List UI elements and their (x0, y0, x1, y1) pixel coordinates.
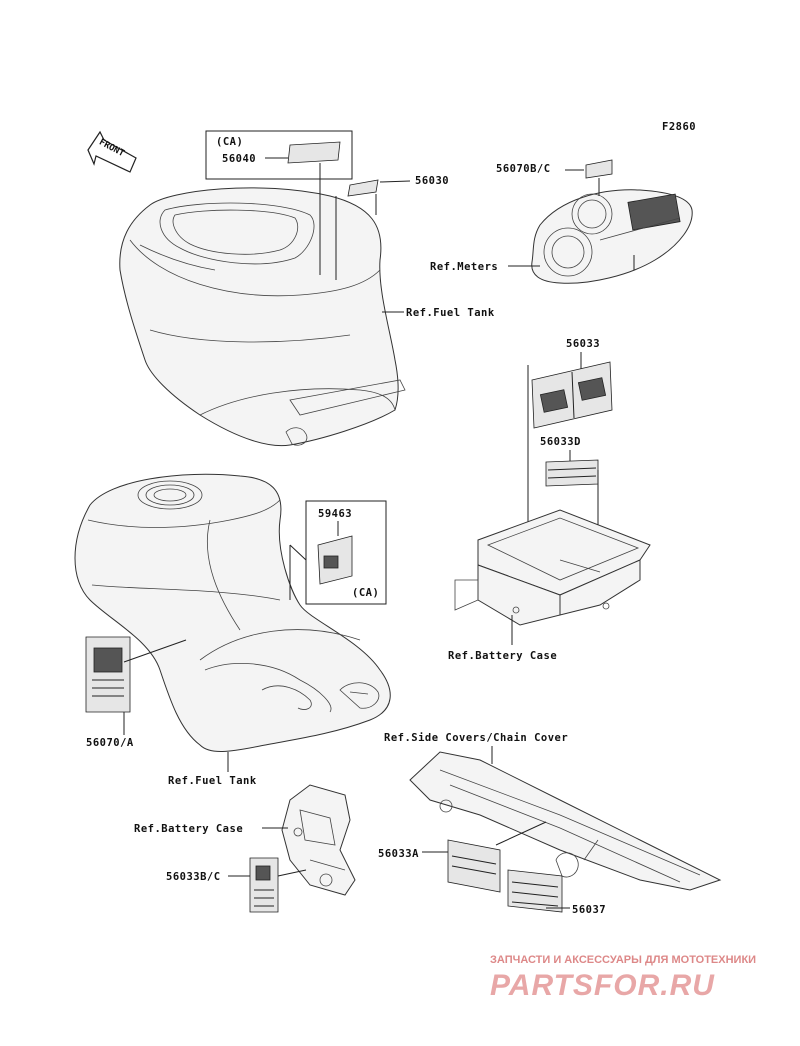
chain-cover (409, 751, 722, 891)
figure-code: F2860 (662, 121, 696, 133)
part-56033-label: 56033 (566, 338, 600, 350)
part-56033a-label: 56033A (378, 848, 419, 860)
fuel-tank-cover-top (119, 187, 406, 447)
watermark-tagline: ЗАПЧАСТИ И АКСЕССУАРЫ ДЛЯ МОТОТЕХНИКИ (490, 954, 756, 966)
watermark-logo: PARTSFOR.RU (490, 969, 715, 1002)
decal-56070bc (585, 159, 613, 179)
ref-fuel-tank-top-label: Ref.Fuel Tank (406, 307, 495, 319)
part-56070bc-label: 56070B/C (496, 163, 551, 175)
ref-battery-case-label-2: Ref.Battery Case (134, 823, 243, 835)
front-arrow-icon: FRONT (87, 130, 137, 173)
decal-56037 (507, 869, 563, 913)
ref-battery-case-label-1: Ref.Battery Case (448, 650, 557, 662)
decal-56033d (545, 459, 599, 487)
part-56030-label: 56030 (415, 175, 449, 187)
part-56033bc-label: 56033B/C (166, 871, 221, 883)
ref-side-covers-label: Ref.Side Covers/Chain Cover (384, 732, 568, 744)
part-56040-label: 56040 (222, 153, 256, 165)
ca-label-mid: (CA) (352, 587, 379, 599)
decal-56033 (531, 361, 613, 429)
part-56037-label: 56037 (572, 904, 606, 916)
decal-56030 (347, 179, 379, 197)
ref-fuel-tank-bottom-label: Ref.Fuel Tank (168, 775, 257, 787)
battery-case (454, 509, 651, 626)
part-56070a-label: 56070/A (86, 737, 134, 749)
ca-box-mid (305, 500, 387, 605)
ref-meters-label: Ref.Meters (430, 261, 498, 273)
decal-56040 (287, 141, 341, 164)
part-56033d-label: 56033D (540, 436, 581, 448)
meter-assembly (531, 189, 693, 284)
fuel-tank-bottom (74, 473, 391, 753)
ca-box-top (205, 130, 353, 180)
ca-label-top: (CA) (216, 136, 243, 148)
decal-56033a (447, 839, 501, 893)
part-59463-label: 59463 (318, 508, 352, 520)
battery-bracket (281, 784, 356, 896)
